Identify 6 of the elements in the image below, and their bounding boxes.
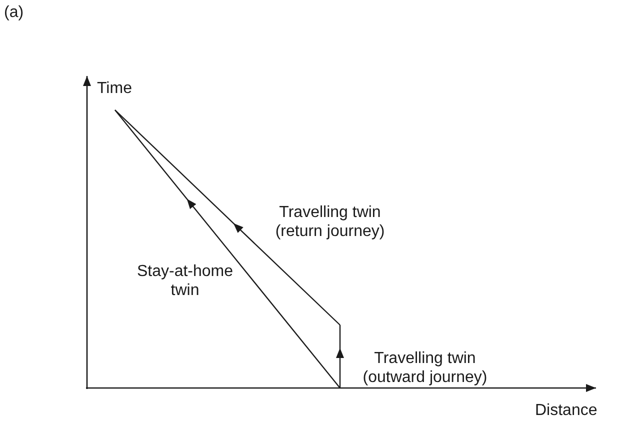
line-label: Travelling twin (outward journey) (362, 349, 488, 387)
axis-label: Time (97, 79, 132, 98)
axis-label: Distance (535, 401, 598, 420)
line-label: Travelling twin (return journey) (274, 203, 386, 241)
line-label: Stay-at-home twin (136, 262, 234, 300)
panel-label: (a) (4, 3, 24, 22)
